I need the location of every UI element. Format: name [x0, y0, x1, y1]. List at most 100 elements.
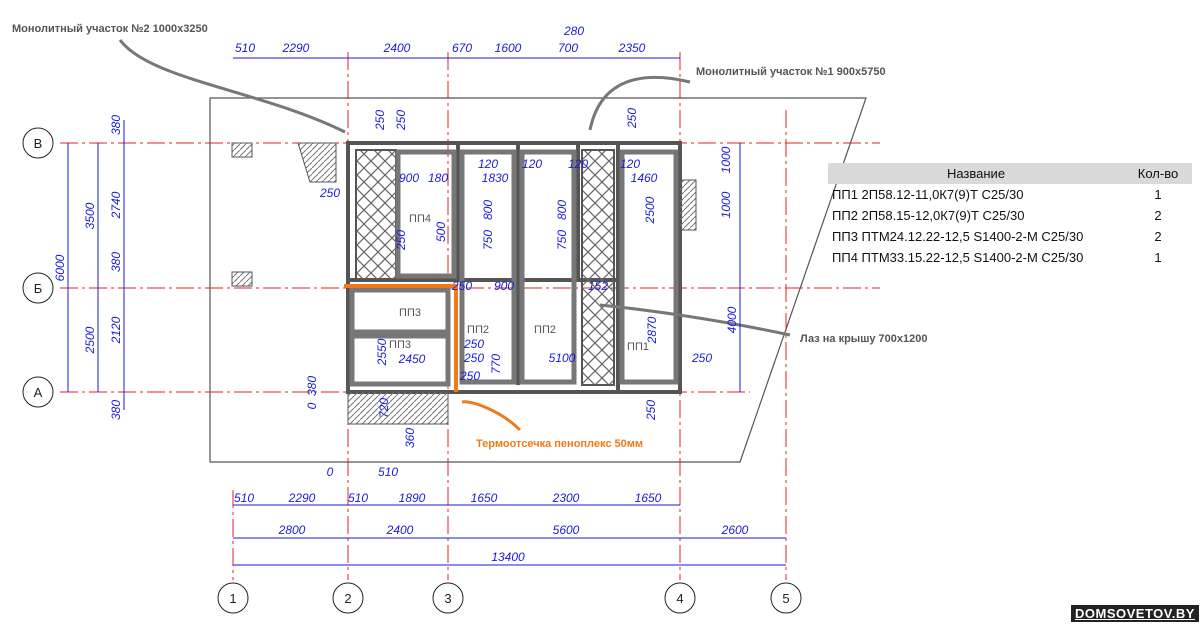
dim-text: 900: [494, 279, 514, 293]
spec-cell-qty: 1: [1154, 187, 1162, 202]
dim-text: 380: [109, 115, 123, 135]
spec-header-row: Название Кол-во: [828, 163, 1192, 184]
dim-text: 670: [452, 41, 472, 55]
inner-dims: 250 250 250 250 250 250 250 250 120 120 …: [305, 108, 712, 448]
axis-row-v: В: [34, 136, 43, 151]
dim-text: 250: [319, 186, 340, 200]
axis-bubbles: [22, 127, 802, 614]
dim-text: 2870: [645, 316, 659, 344]
dim-text: 1830: [482, 171, 509, 185]
dim-text: 2600: [721, 523, 749, 537]
dim-text: 120: [620, 157, 640, 171]
dim-text: 3500: [83, 202, 97, 229]
slab-label: ПП3: [389, 339, 411, 351]
spec-cell-name: ПП4 ПТМ33.15.22-12,5 S1400-2-M С25/30: [832, 250, 1084, 265]
dim-text: 2400: [383, 41, 411, 55]
dim-text: 250: [373, 110, 387, 131]
dim-text: 750: [555, 230, 569, 250]
dim-text: 510: [378, 465, 398, 479]
table-row: ПП3 ПТМ24.12.22-12,5 S1400-2-M С25/30 2: [828, 226, 1192, 247]
dim-text: 510: [235, 41, 255, 55]
dim-text: 120: [568, 157, 588, 171]
bottom-dims-row1: 510 2290 510 1890 1650 2300 1650 0 510: [234, 465, 662, 505]
dim-text: 6000: [53, 254, 67, 281]
dim-text: 500: [434, 222, 448, 242]
watermark: DOMSOVETOV.BY: [1071, 605, 1199, 622]
axis-col-1: 1: [229, 591, 236, 606]
dim-text: 2400: [386, 523, 414, 537]
table-row: ПП4 ПТМ33.15.22-12,5 S1400-2-M С25/30 1: [828, 247, 1192, 268]
dim-text: 1460: [631, 171, 658, 185]
dim-text: 510: [234, 491, 254, 505]
thermo-break-line: [344, 284, 458, 392]
dim-text: 250: [451, 279, 472, 293]
slab-label: ПП3: [399, 307, 421, 319]
dim-text: 0: [305, 402, 319, 409]
dim-text: 360: [403, 428, 417, 448]
axis-col-4: 4: [676, 591, 683, 606]
dim-text: 120: [522, 157, 542, 171]
note-thermo-break: Термоотсечка пеноплекс 50мм: [476, 438, 643, 450]
note-monolith-1: Монолитный участок №1 900х5750: [696, 66, 886, 78]
dim-text: 5100: [549, 351, 576, 365]
monolith-section-1-hatch: [581, 149, 615, 386]
dim-text: 4000: [725, 306, 739, 333]
dim-text: 900: [399, 171, 419, 185]
spec-cell-qty: 1: [1154, 250, 1162, 265]
right-dims: 1000 1000 4000: [719, 146, 739, 333]
dim-text: 770: [489, 354, 503, 374]
dim-text: 2800: [278, 523, 306, 537]
dim-text: 2740: [109, 191, 123, 219]
spec-cell-name: ПП2 2П58.15-12,0К7(9)Т С25/30: [832, 208, 1025, 223]
dim-text: 250: [394, 230, 408, 251]
dim-text: 380: [109, 252, 123, 272]
dimension-lines: [67, 57, 786, 566]
dim-text: 250: [463, 351, 484, 365]
dim-text: 2450: [398, 352, 426, 366]
slab-outlines: [349, 149, 679, 387]
dim-text: 250: [644, 400, 658, 421]
dim-text: 700: [558, 41, 578, 55]
spec-header-qty: Кол-во: [1124, 163, 1192, 184]
axis-col-5: 5: [782, 591, 789, 606]
slab-labels: ПП4 ПП3 ПП3 ПП2 ПП2 ПП1: [389, 213, 649, 353]
dim-text: 5600: [553, 523, 580, 537]
dim-text: 800: [555, 200, 569, 220]
spec-cell-name: ПП3 ПТМ24.12.22-12,5 S1400-2-M С25/30: [832, 229, 1084, 244]
note-monolith-2: Монолитный участок №2 1000х3250: [12, 23, 208, 35]
axis-row-b: Б: [34, 281, 43, 296]
callout-arrows: [118, 39, 791, 337]
dim-text: 1600: [495, 41, 522, 55]
dim-text: 1650: [635, 491, 662, 505]
dim-text: 250: [463, 337, 484, 351]
dim-text: 0: [327, 465, 334, 479]
slab-label: ПП2: [467, 324, 489, 336]
dim-text: 250: [459, 369, 480, 383]
spec-cell-qty: 2: [1154, 208, 1162, 223]
table-row: ПП2 2П58.15-12,0К7(9)Т С25/30 2: [828, 205, 1192, 226]
dim-text: 750: [481, 230, 495, 250]
slab-label: ПП2: [534, 324, 556, 336]
dim-text: 250: [691, 351, 712, 365]
slab-label: ПП4: [409, 213, 431, 225]
spec-cell-qty: 2: [1154, 229, 1162, 244]
dim-text: 380: [305, 376, 319, 396]
note-roof-hatch: Лаз на крышу 700х1200: [800, 333, 928, 345]
left-dims: 6000 3500 2500 380 2740 380 2120 380: [53, 115, 123, 420]
dim-text: 1000: [719, 146, 733, 173]
dim-text: 510: [348, 491, 368, 505]
axis-col-2: 2: [344, 591, 351, 606]
dim-text: 120: [478, 157, 498, 171]
bottom-dims-row2: 2800 2400 5600 2600 13400: [278, 523, 749, 564]
dim-text: 250: [394, 110, 408, 131]
dim-total: 13400: [491, 550, 525, 564]
spec-header-name: Название: [828, 163, 1124, 184]
dim-text: 380: [109, 400, 123, 420]
thermo-arrow: [461, 400, 522, 432]
slab-label: ПП1: [627, 341, 649, 353]
dim-text: 152: [588, 279, 608, 293]
monolith-section-2-hatch: [355, 149, 397, 281]
dim-text: 2350: [618, 41, 646, 55]
dim-text: 180: [428, 171, 448, 185]
